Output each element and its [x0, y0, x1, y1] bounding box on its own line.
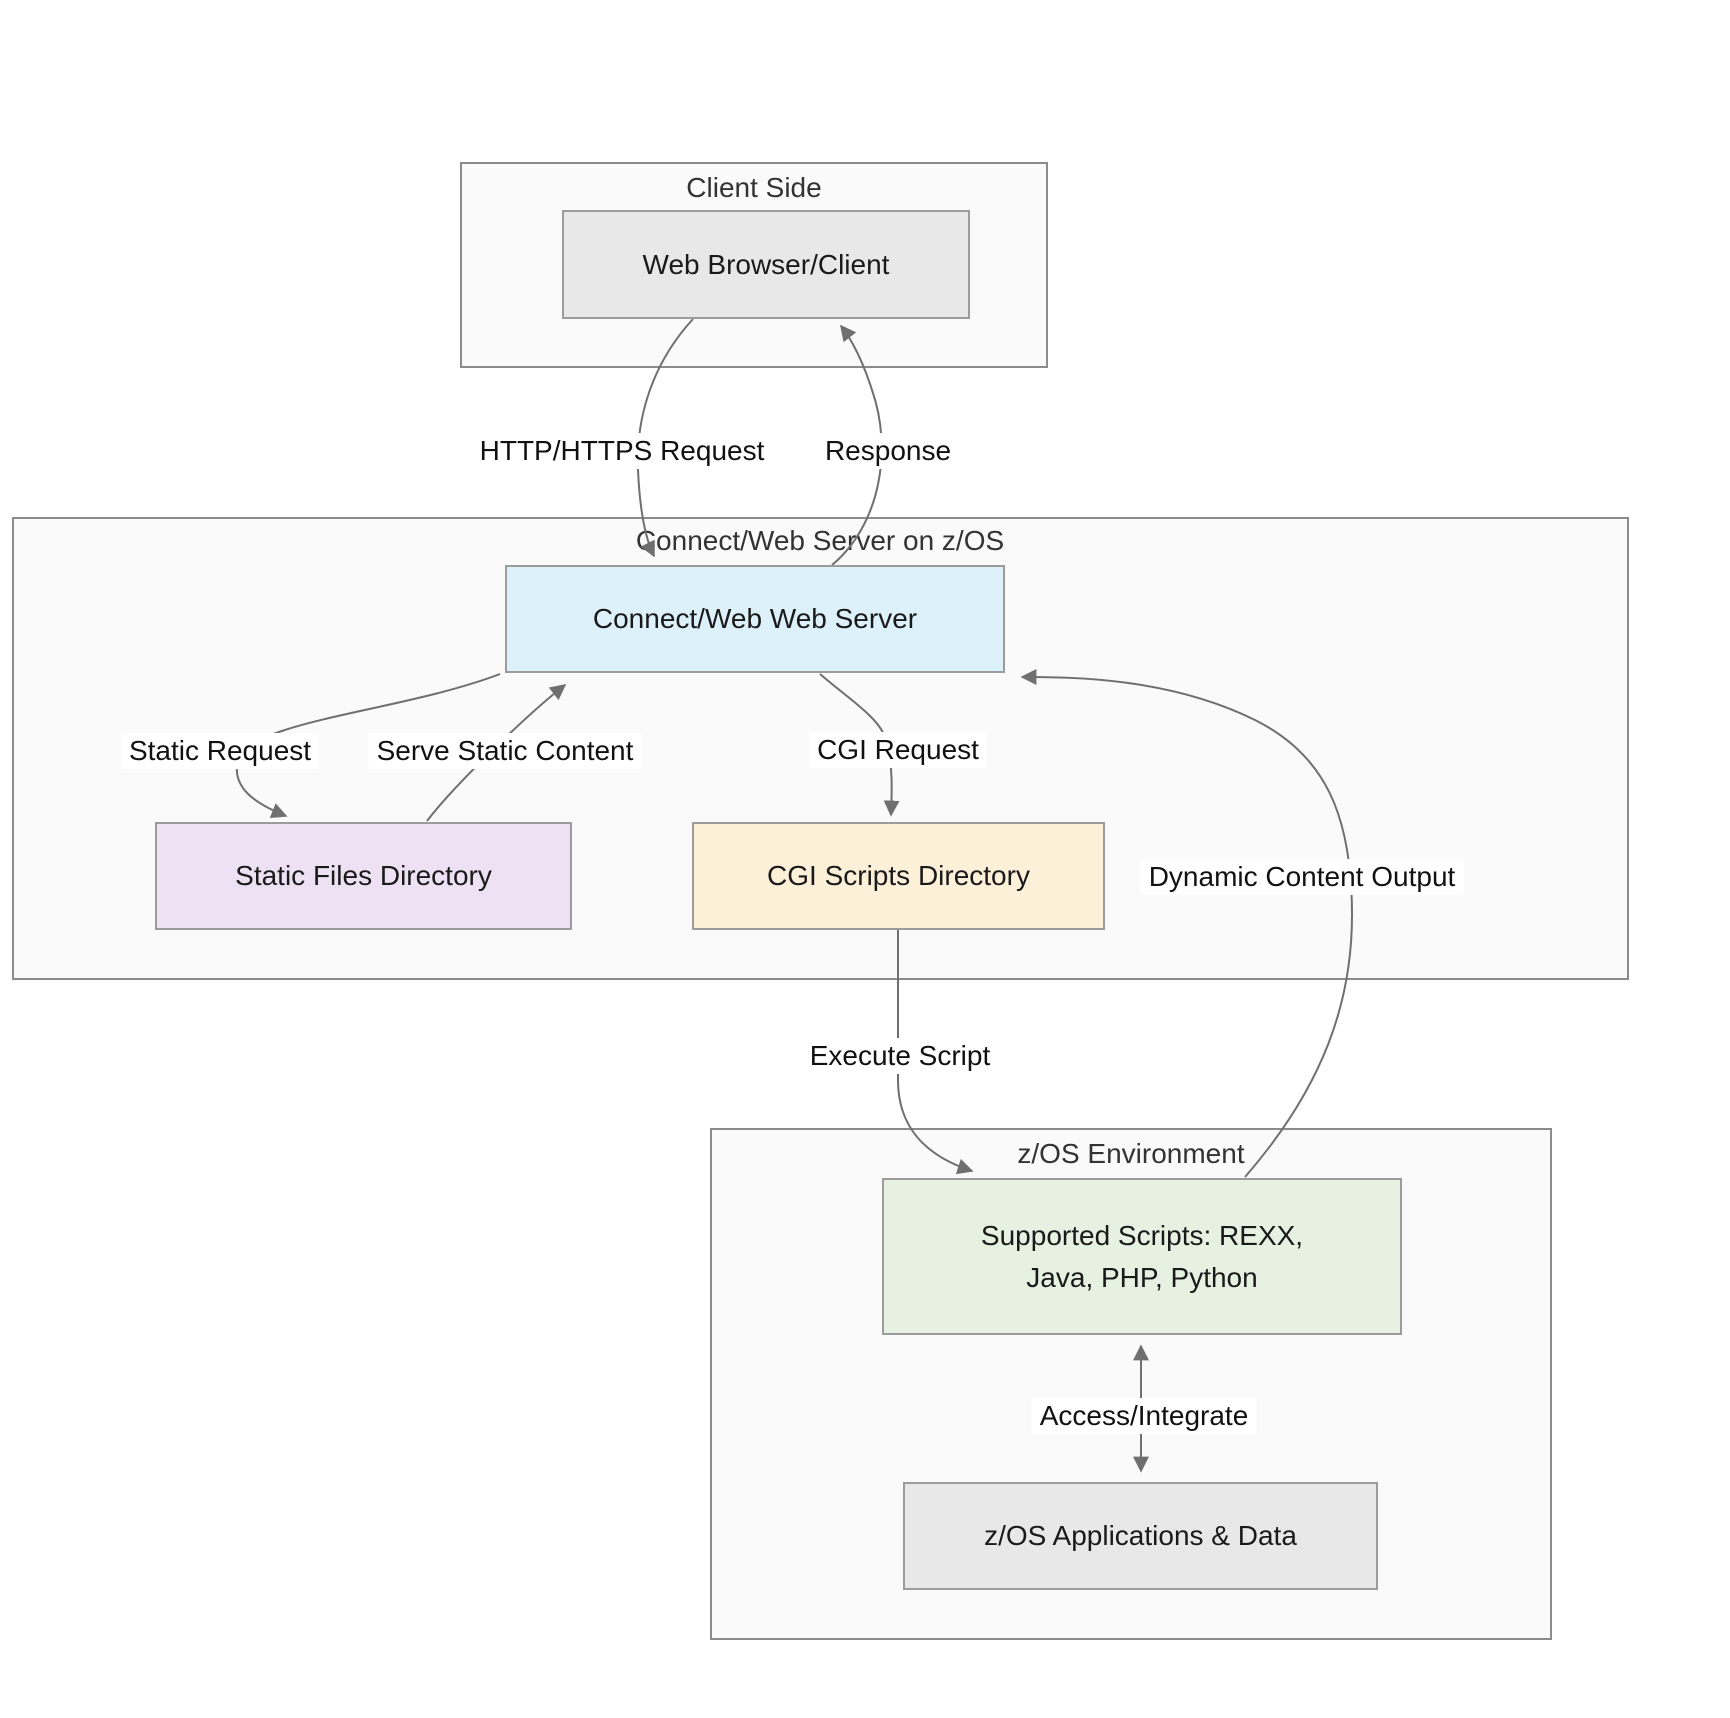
connect-web-server-title: Connect/Web Server on z/OS [635, 525, 1005, 556]
client-side-title: Client Side [686, 172, 822, 203]
edge-label-execute-script: Execute Script [801, 1038, 999, 1074]
edge-label-dynamic-content-output: Dynamic Content Output [1140, 859, 1464, 895]
node-supported-scripts-line2: Java, PHP, Python [1026, 1261, 1258, 1293]
node-web-browser-client: Web Browser/Client [562, 210, 970, 319]
node-cgi-scripts-directory: CGI Scripts Directory [692, 822, 1105, 930]
node-zos-applications-data-label: z/OS Applications & Data [984, 1520, 1297, 1551]
node-zos-applications-data: z/OS Applications & Data [903, 1482, 1378, 1590]
edge-label-static-request: Static Request [120, 733, 320, 769]
node-web-browser-client-label: Web Browser/Client [642, 248, 890, 280]
edge-label-serve-static-content: Serve Static Content [368, 733, 642, 769]
node-static-files-directory: Static Files Directory [155, 822, 572, 930]
edge-label-http-request: HTTP/HTTPS Request [471, 433, 773, 469]
edge-label-response: Response [816, 433, 960, 469]
node-supported-scripts: Supported Scripts: REXX, Java, PHP, Pyth… [882, 1178, 1402, 1335]
edge-label-access-integrate: Access/Integrate [1031, 1398, 1257, 1434]
node-cgi-scripts-directory-label: CGI Scripts Directory [767, 860, 1030, 891]
zos-environment-title: z/OS Environment [1017, 1138, 1245, 1169]
node-connect-web-web-server: Connect/Web Web Server [505, 565, 1005, 673]
node-static-files-directory-label: Static Files Directory [235, 860, 492, 891]
node-supported-scripts-line1: Supported Scripts: REXX, [980, 1219, 1304, 1251]
edge-label-cgi-request: CGI Request [809, 732, 987, 768]
node-connect-web-web-server-label: Connect/Web Web Server [592, 603, 918, 634]
